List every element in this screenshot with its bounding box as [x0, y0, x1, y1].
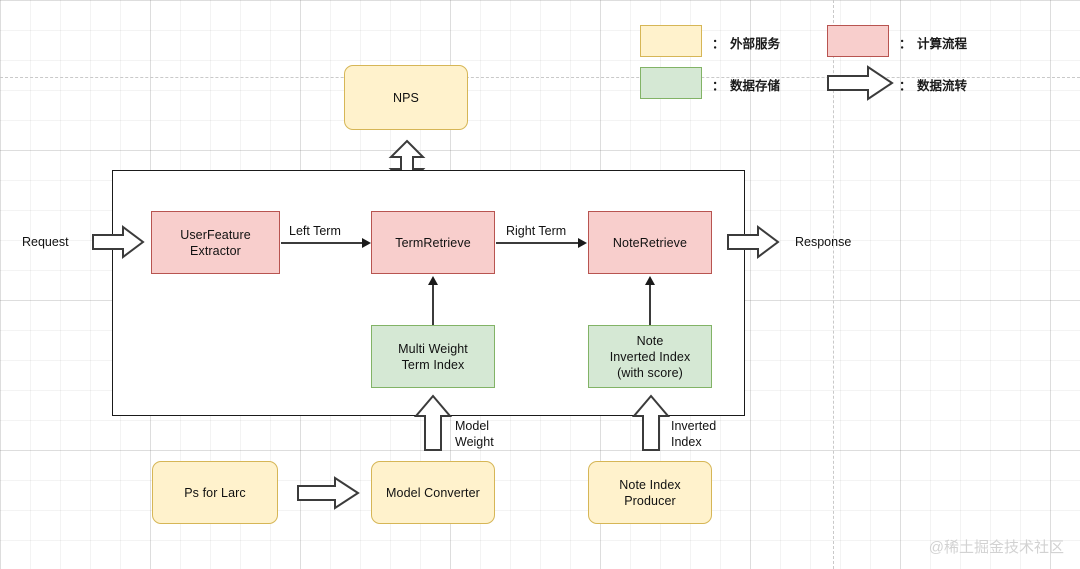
edge-label-left-term: Left Term [289, 224, 341, 238]
legend-swatch-storage [640, 67, 702, 99]
response-label: Response [795, 235, 852, 249]
edge-left-term-arrowhead [362, 237, 371, 248]
edge-note-index-line [649, 280, 651, 326]
request-label: Request [22, 235, 69, 249]
node-note-retrieve-label: NoteRetrieve [612, 235, 688, 250]
node-term-retrieve-label: TermRetrieve [395, 235, 471, 250]
inverted-index-arrow-icon [631, 394, 671, 451]
edge-left-term-line [281, 242, 367, 244]
node-model-converter-label: Model Converter [386, 485, 480, 500]
edge-term-index-arrowhead [428, 276, 438, 285]
node-term-retrieve[interactable]: TermRetrieve [371, 211, 495, 274]
node-ps-for-larc[interactable]: Ps for Larc [152, 461, 278, 524]
legend-label-service: 外部服务 [730, 37, 781, 51]
node-model-converter[interactable]: Model Converter [371, 461, 495, 524]
legend-swatch-compute [827, 25, 889, 57]
legend-colon-storage: ： [712, 79, 725, 93]
node-nps[interactable]: NPS [344, 65, 468, 130]
node-nps-label: NPS [392, 90, 419, 105]
ps-to-converter-arrow-icon [297, 476, 360, 510]
edge-label-right-term: Right Term [506, 224, 567, 238]
legend-label-dataflow: 数据流转 [917, 79, 968, 93]
edge-right-term-line [496, 242, 582, 244]
legend-colon-dataflow: ： [899, 79, 912, 93]
legend-dataflow-arrow-icon [827, 65, 894, 101]
edge-note-index-arrowhead [645, 276, 655, 285]
model-weight-arrow-icon [413, 394, 453, 451]
edge-right-term-arrowhead [578, 237, 587, 248]
request-arrow-icon [92, 225, 145, 259]
legend-label-storage: 数据存储 [730, 79, 781, 93]
node-ps-for-larc-label: Ps for Larc [184, 485, 246, 500]
node-note-retrieve[interactable]: NoteRetrieve [588, 211, 712, 274]
legend-colon-compute: ： [899, 37, 912, 51]
legend-colon-service: ： [712, 37, 725, 51]
edge-term-index-line [432, 280, 434, 326]
watermark: @稀土掘金技术社区 [928, 539, 1064, 556]
legend-swatch-service [640, 25, 702, 57]
legend-label-compute: 计算流程 [917, 37, 968, 51]
response-arrow-icon [727, 225, 780, 259]
